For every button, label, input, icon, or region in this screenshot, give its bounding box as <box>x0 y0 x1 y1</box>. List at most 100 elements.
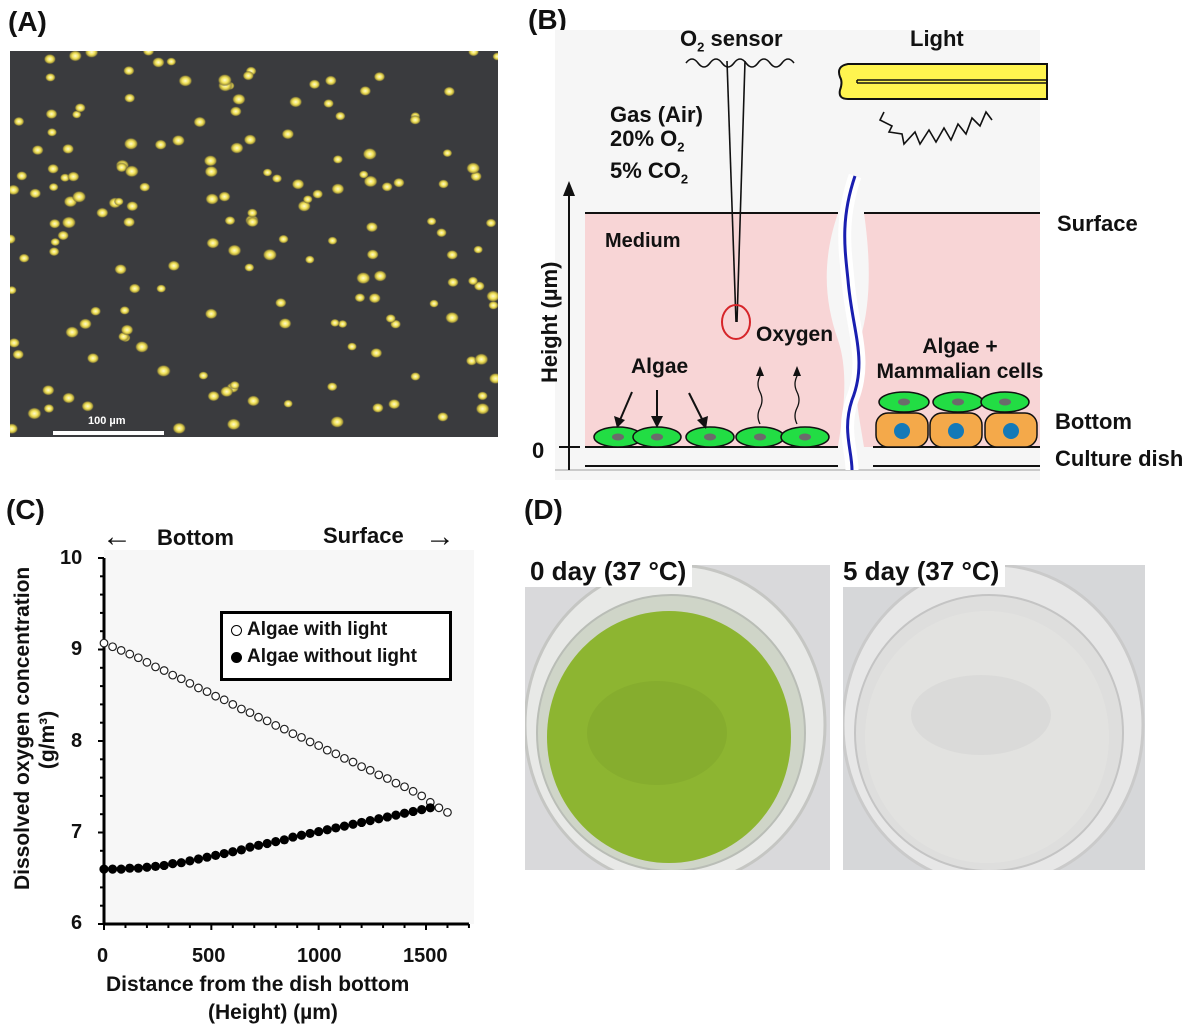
dish-caption-day5: 5 day (37 °C) <box>837 556 1006 587</box>
data-point-with-light <box>391 778 401 788</box>
panel-d-label: (D) <box>524 494 563 525</box>
data-point-with-light <box>194 683 203 693</box>
algae-label: Algae <box>631 355 689 378</box>
data-point-without-light <box>357 817 367 828</box>
scale-bar <box>53 431 164 435</box>
data-point-without-light <box>374 814 384 824</box>
panel-c-label: (C) <box>6 494 45 525</box>
data-point-with-light <box>133 653 143 663</box>
data-point-without-light <box>125 863 135 873</box>
data-point-without-light <box>159 860 169 871</box>
culture-dish-label: Culture dish <box>1055 446 1184 471</box>
data-point-with-light <box>348 757 358 767</box>
data-point-with-light <box>331 749 341 759</box>
legend-item-with-light: Algae with light <box>231 619 387 641</box>
data-point-without-light <box>314 826 324 837</box>
x-axis-label-line1: Distance from the dish bottom <box>106 973 410 996</box>
data-point-with-light <box>202 687 212 696</box>
data-point-without-light <box>99 864 109 874</box>
data-point-without-light <box>271 837 281 847</box>
surface-annotation: Surface <box>323 523 404 548</box>
medium-right <box>855 213 1040 447</box>
data-point-with-light <box>159 666 169 675</box>
data-point-without-light <box>219 848 229 859</box>
data-point-with-light <box>176 674 186 684</box>
data-point-without-light <box>150 861 161 871</box>
algae-micrograph: 100 µm <box>10 51 498 437</box>
dish-photo-day0 <box>525 565 830 870</box>
o2-sensor-label: O2 sensor <box>680 26 783 55</box>
y-axis-label-line2: (g/m³) <box>36 710 59 770</box>
data-point-with-light <box>288 729 298 739</box>
data-point-with-light <box>219 695 229 705</box>
algae-cells-right <box>878 391 1030 413</box>
data-point-with-light <box>400 782 409 792</box>
data-point-without-light <box>228 847 238 857</box>
data-point-with-light <box>254 712 263 722</box>
ytick-8: 8 <box>71 730 83 752</box>
data-point-without-light <box>399 808 410 818</box>
data-point-without-light <box>185 856 195 866</box>
data-point-without-light <box>417 805 427 815</box>
ytick-6: 6 <box>71 912 83 934</box>
data-point-with-light <box>116 646 126 655</box>
data-point-without-light <box>202 852 212 862</box>
data-point-with-light <box>211 691 221 701</box>
data-point-without-light <box>262 838 272 849</box>
data-point-without-light <box>116 864 126 874</box>
light-label: Light <box>910 26 964 51</box>
data-point-without-light <box>382 812 392 822</box>
height-zero-label: 0 <box>532 438 545 463</box>
data-point-with-light <box>142 657 152 667</box>
surface-label: Surface <box>1057 211 1138 236</box>
y-axis-label-line1: Dissolved oxygen concentration <box>11 566 34 890</box>
bottom-annotation: Bottom <box>157 525 234 550</box>
panel-a-label: (A) <box>8 6 47 37</box>
data-point-with-light <box>443 807 452 817</box>
panel-b-label: (B) <box>528 4 567 35</box>
ytick-10: 10 <box>60 547 83 569</box>
data-point-with-light <box>365 765 375 775</box>
data-point-without-light <box>253 840 264 850</box>
data-point-with-light <box>228 699 238 709</box>
dish-photo-day5 <box>843 565 1145 870</box>
medium-left <box>585 213 845 447</box>
data-point-with-light <box>357 762 367 772</box>
algae-cells-left <box>593 426 830 448</box>
data-point-with-light <box>322 745 332 755</box>
data-point-without-light <box>391 810 401 820</box>
ytick-9: 9 <box>71 638 83 660</box>
data-point-with-light <box>151 662 160 672</box>
data-point-without-light <box>339 821 350 831</box>
data-point-with-light <box>108 642 117 652</box>
data-point-without-light <box>107 864 118 874</box>
data-point-with-light <box>297 732 306 742</box>
bottom-arrow-icon: ← <box>102 520 132 553</box>
data-point-with-light <box>408 786 418 796</box>
data-point-without-light <box>133 863 143 873</box>
data-point-with-light <box>382 774 392 783</box>
data-point-with-light <box>185 678 195 688</box>
data-point-with-light <box>417 791 427 801</box>
height-axis-label: Height (µm) <box>537 261 562 383</box>
light-rays-icon <box>878 110 993 146</box>
open-circle-icon <box>231 624 242 636</box>
medium-label: Medium <box>605 230 681 252</box>
data-point-without-light <box>142 862 152 872</box>
data-point-with-light <box>271 721 281 730</box>
data-point-with-light <box>434 803 444 813</box>
data-point-with-light <box>305 737 315 747</box>
experimental-setup-diagram <box>555 30 1048 480</box>
break-divider <box>843 175 861 471</box>
xtick-500: 500 <box>192 945 226 967</box>
oxygen-label: Oxygen <box>756 323 834 346</box>
data-point-without-light <box>245 842 255 852</box>
data-point-with-light <box>374 770 384 780</box>
scale-bar-label: 100 µm <box>88 415 126 427</box>
data-point-without-light <box>305 828 315 839</box>
data-point-with-light <box>262 716 272 726</box>
data-point-without-light <box>331 823 341 833</box>
sensor-tip-circle <box>721 304 751 340</box>
oxygen-profile-chart: (C) ← Bottom Surface → 10 9 8 7 6 0 500 … <box>0 490 480 1032</box>
data-point-without-light <box>168 859 178 869</box>
